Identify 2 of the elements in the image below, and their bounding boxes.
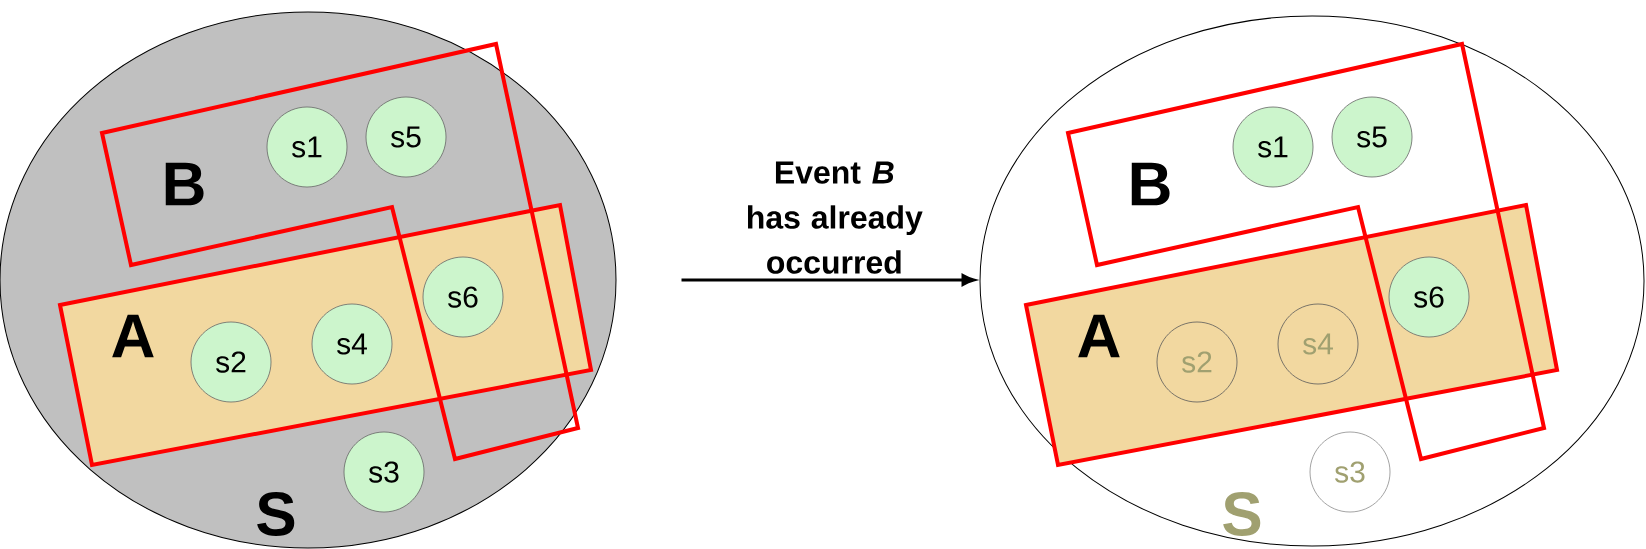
arrow (681, 274, 976, 286)
edge-label: Event B has already occurred (748, 161, 923, 274)
